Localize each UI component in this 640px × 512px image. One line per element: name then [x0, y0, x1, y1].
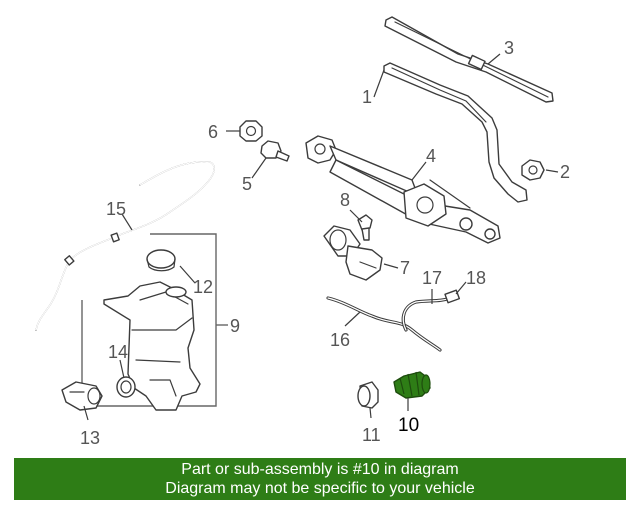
- callout-12: 12: [193, 277, 213, 297]
- nut-part-2[interactable]: [521, 159, 545, 181]
- connector-part-18[interactable]: [444, 289, 461, 304]
- callout-7: 7: [400, 258, 410, 278]
- wiper-arm-part-1[interactable]: [383, 62, 528, 203]
- callout-14: 14: [108, 342, 128, 362]
- washer-pump-part-10[interactable]: [393, 371, 431, 399]
- callout-5: 5: [242, 174, 252, 194]
- pivot-bolt-part-5[interactable]: [260, 140, 290, 162]
- reservoir-assembly-bracket-part-9: [81, 233, 228, 407]
- callout-6: 6: [208, 122, 218, 142]
- washer-reservoir[interactable]: [103, 281, 201, 411]
- callout-16: 16: [330, 330, 350, 350]
- callout-17: 17: [422, 268, 442, 288]
- wiper-motor-part-7[interactable]: [323, 225, 383, 281]
- leader-lines: [83, 53, 559, 421]
- washer-hose-part-17[interactable]: [401, 296, 452, 332]
- parts-diagram: 1 2 3 4 5 6 7 8 9 10 11 12 13 14 15 16 1…: [35, 16, 570, 448]
- callout-18: 18: [466, 268, 486, 288]
- wiper-linkage-part-4[interactable]: [305, 135, 501, 244]
- wiper-blade-part-3[interactable]: [384, 16, 554, 103]
- callout-10: 10: [398, 415, 419, 436]
- bolt-part-8[interactable]: [357, 214, 373, 241]
- callout-8: 8: [340, 190, 350, 210]
- callout-2: 2: [560, 162, 570, 182]
- callout-3: 3: [504, 38, 514, 58]
- callout-9: 9: [230, 316, 240, 336]
- banner-line-disclaimer: Diagram may not be specific to your vehi…: [165, 480, 475, 497]
- callout-11: 11: [362, 425, 381, 445]
- callout-4: 4: [426, 146, 436, 166]
- banner-line-part-number: Part or sub-assembly is #10 in diagram: [181, 461, 459, 478]
- filler-neck-part-13[interactable]: [61, 381, 103, 411]
- grommet-part-14[interactable]: [116, 376, 136, 398]
- notice-banner: Part or sub-assembly is #10 in diagram D…: [14, 458, 626, 500]
- reservoir-cap-part-12[interactable]: [146, 249, 176, 272]
- callout-labels: 1 2 3 4 5 6 7 8 9 10 11 12 13 14 15 16 1…: [80, 38, 570, 448]
- callout-13: 13: [80, 428, 100, 448]
- callout-1: 1: [362, 87, 372, 107]
- washer-hose-part-16[interactable]: [326, 296, 442, 352]
- nut-part-6[interactable]: [239, 120, 263, 142]
- grommet-part-11[interactable]: [357, 381, 379, 409]
- washer-hose-part-15[interactable]: [35, 161, 215, 331]
- callout-15: 15: [106, 199, 126, 219]
